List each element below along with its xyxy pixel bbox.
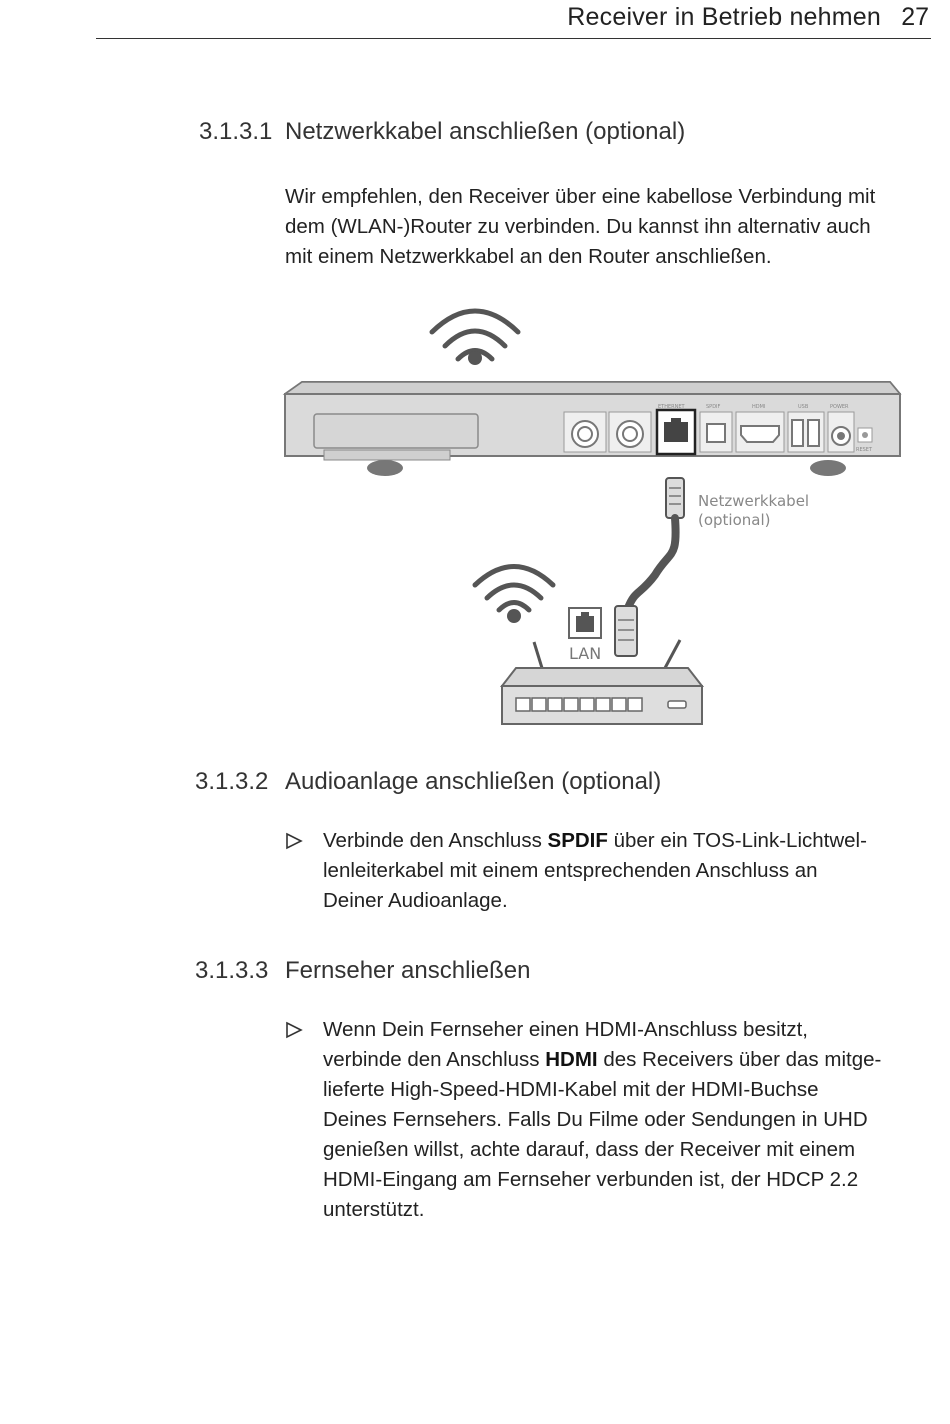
section-title: Fernseher anschließen bbox=[285, 957, 531, 984]
instruction-text-part: Verbinde den Anschluss bbox=[323, 829, 548, 852]
paragraph-line: Wir empfehlen, den Receiver über eine ka… bbox=[285, 185, 876, 208]
port-label-hdmi: HDMI bbox=[752, 404, 765, 410]
lan-label: LAN bbox=[569, 644, 601, 663]
instruction-text: Wenn Dein Fernseher einen HDMI-Anschluss… bbox=[323, 1015, 933, 1225]
router-device bbox=[499, 639, 705, 725]
port-name-spdif: SPDIF bbox=[547, 829, 608, 852]
section-number: 3.1.3.1 bbox=[199, 118, 273, 145]
section-title: Audioanlage anschließen (optional) bbox=[285, 768, 662, 795]
instruction-text-part: des Receivers über das mitge- lieferte H… bbox=[323, 1048, 882, 1221]
running-title: Receiver in Betrieb nehmen bbox=[567, 3, 881, 31]
section-title: Netzwerkkabel anschließen (optional) bbox=[285, 118, 686, 145]
triangle-right-outline-icon bbox=[286, 1021, 303, 1039]
instruction-text-part: über ein TOS-Link-Lichtwel- lenleiterkab… bbox=[323, 829, 867, 912]
receiver-device: ETHERNET SPDIF HDMI USB POWER RESET bbox=[282, 381, 902, 476]
section-number: 3.1.3.2 bbox=[195, 768, 269, 795]
port-label-usb: USB bbox=[798, 404, 809, 410]
network-cable bbox=[614, 477, 685, 657]
instruction-text-part: Wenn Dein Fernseher einen HDMI-Anschluss… bbox=[323, 1018, 808, 1071]
port-label-ethernet: ETHERNET bbox=[658, 404, 686, 410]
port-label-reset: RESET bbox=[856, 447, 873, 453]
port-label-spdif: SPDIF bbox=[706, 404, 721, 410]
cable-label-line2: (optional) bbox=[698, 511, 771, 529]
paragraph-line: mit einem Netzwerkkabel an den Router an… bbox=[285, 245, 772, 268]
router-wifi-icon bbox=[472, 564, 556, 623]
page-number: 27 bbox=[901, 3, 929, 31]
port-name-hdmi: HDMI bbox=[545, 1048, 598, 1071]
cable-label-line1: Netzwerkkabel bbox=[698, 492, 809, 510]
page-header: Receiver in Betrieb nehmen 27 bbox=[96, 0, 931, 39]
ethernet-port-icon bbox=[568, 607, 602, 639]
wifi-icon bbox=[429, 308, 521, 365]
network-cable-diagram: ETHERNET SPDIF HDMI USB POWER RESET Netz… bbox=[282, 308, 902, 725]
triangle-right-outline-icon bbox=[286, 832, 303, 850]
paragraph-line: dem (WLAN-)Router zu verbinden. Du kanns… bbox=[285, 215, 871, 238]
instruction-text: Verbinde den Anschluss SPDIF über ein TO… bbox=[323, 826, 933, 916]
section-paragraph: Wir empfehlen, den Receiver über eine ka… bbox=[285, 182, 930, 272]
section-number: 3.1.3.3 bbox=[195, 957, 269, 984]
port-label-power: POWER bbox=[830, 404, 849, 410]
